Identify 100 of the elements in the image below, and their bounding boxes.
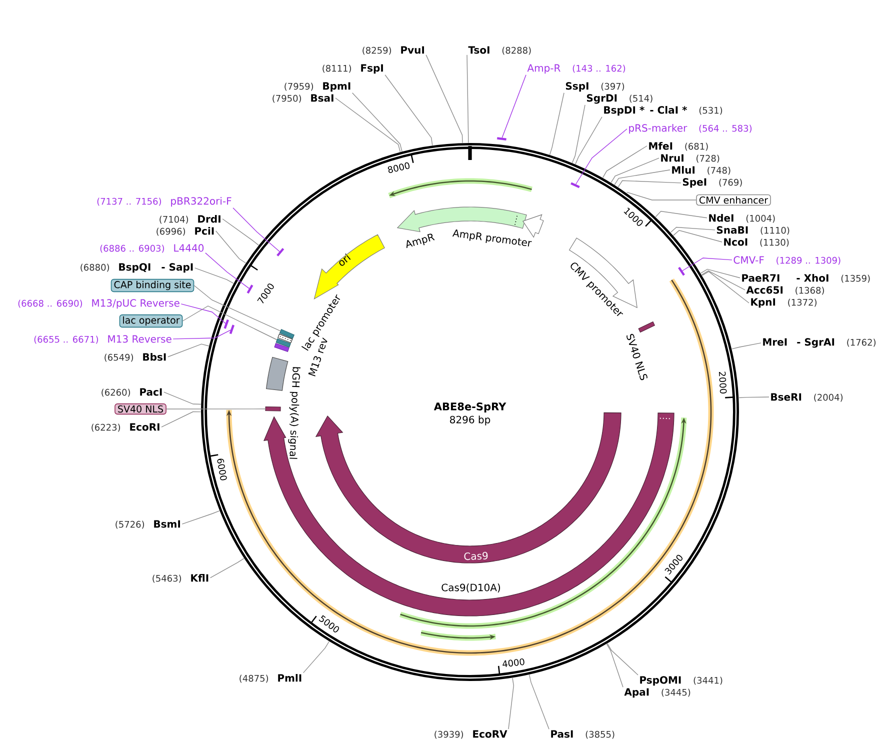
leader-line [166,408,266,410]
feature-box [265,406,281,412]
site-position: (8111) [322,64,352,73]
primer-label: M13 Reverse [108,335,172,343]
feature-label: SV40 NLS [626,334,648,380]
leader-line [610,158,660,183]
leader-line [172,330,231,340]
feature-tag: CAP binding site [110,278,194,292]
site-label: SpeI [682,178,706,188]
primer-mark [276,248,284,256]
site-position: (6880) [80,264,110,272]
primer-label: M13/pUC Reverse [92,299,180,309]
site-label: PciI [195,227,214,235]
site-position: (8288) [502,46,531,55]
plasmid-length: 8296 bp [450,416,490,426]
leader-line [700,268,740,278]
site-label: FspI [361,64,383,74]
leader-line [222,218,259,246]
site-label: PaeR7I - XhoI [742,274,828,282]
primer-label: pBR322ori-F [171,197,232,207]
leader-line [168,344,210,358]
site-label: PacI [140,388,162,396]
site-position: (3939) [434,730,464,739]
feature-box [276,338,291,348]
primer-label: Amp-R [527,64,560,74]
site-position: (1372) [788,298,816,307]
leader-line [194,285,281,332]
leader-line [205,252,250,289]
site-position: (769) [719,178,742,187]
scale-number: 6000 [217,458,227,480]
site-position: (397) [601,82,624,91]
site-position: (728) [696,154,720,163]
leader-line [575,128,628,185]
site-position: (3855) [586,730,614,739]
feature-label: Cas9(D10A) [442,584,500,592]
leader-line [528,674,550,730]
leader-line [426,54,463,144]
leader-line [670,226,716,233]
site-label: ApaI [624,688,649,698]
site-label: TsoI [468,46,490,54]
scale-number: 4000 [502,658,524,667]
primer-label: pRS-marker [629,124,688,134]
site-label: NdeI [709,214,734,222]
site-label: BsmI [154,520,180,528]
leader-line [626,192,696,200]
primer-range: (6655 .. 6671) [34,336,98,344]
leader-line [607,643,638,676]
site-label: EcoRI [130,423,160,431]
leader-line [352,92,402,152]
leader-line [215,230,246,264]
feature-label: AmpR [406,234,435,248]
primer-range: (7137 .. 7156) [97,198,162,206]
primer-label: CMV-F [734,256,764,264]
site-position: (3441) [694,676,722,685]
site-label: KpnI [751,298,776,308]
site-position: (1004) [746,214,775,223]
site-position: (5463) [152,574,182,583]
site-label: SnaBI [716,226,748,234]
site-label: BpmI [323,82,350,92]
site-position: (5726) [116,520,144,529]
leader-line [549,92,564,156]
primer-label: L4440 [174,244,204,252]
primer-mark [678,266,685,276]
site-position: (1762) [847,338,876,347]
primer-range: (564 .. 583) [699,124,752,133]
site-label: MfeI [649,142,672,150]
site-position: (514) [630,94,652,103]
site-label: BspQI - SapI [119,263,193,273]
leader-line [731,342,762,350]
site-position: (3445) [662,688,690,697]
feature-box [280,329,294,339]
site-position: (6260) [102,388,130,397]
leader-line [738,396,770,398]
site-label: PasI [551,730,573,738]
site-position: (748) [708,166,730,175]
site-position: (6549) [104,354,134,362]
leader-line [232,208,280,252]
site-label: NruI [661,154,684,162]
leader-line [384,74,433,146]
leader-line [682,258,732,272]
site-label: BsaI [311,94,334,102]
leader-line [655,210,708,218]
site-label: PmlI [278,674,302,682]
leader-line [702,271,750,304]
leader-line [466,54,469,144]
leader-line [182,306,278,340]
primer-mark [497,137,506,140]
feature-tag: lac operator [119,314,183,328]
feature-label: bGH poly(A) signal [288,367,300,459]
leader-line [673,230,722,242]
primer-range: (143 .. 162) [572,64,626,73]
leader-line [572,104,586,164]
feature-label: AmpR promoter [452,230,532,246]
feature-tag: SV40 NLS [114,403,166,415]
site-position: (2004) [814,394,843,402]
primer-range: (1289 .. 1309) [776,256,840,265]
leader-line [194,268,234,284]
site-label: PvuI [401,46,424,54]
primer-mark [246,284,254,294]
site-position: (6223) [92,424,120,432]
